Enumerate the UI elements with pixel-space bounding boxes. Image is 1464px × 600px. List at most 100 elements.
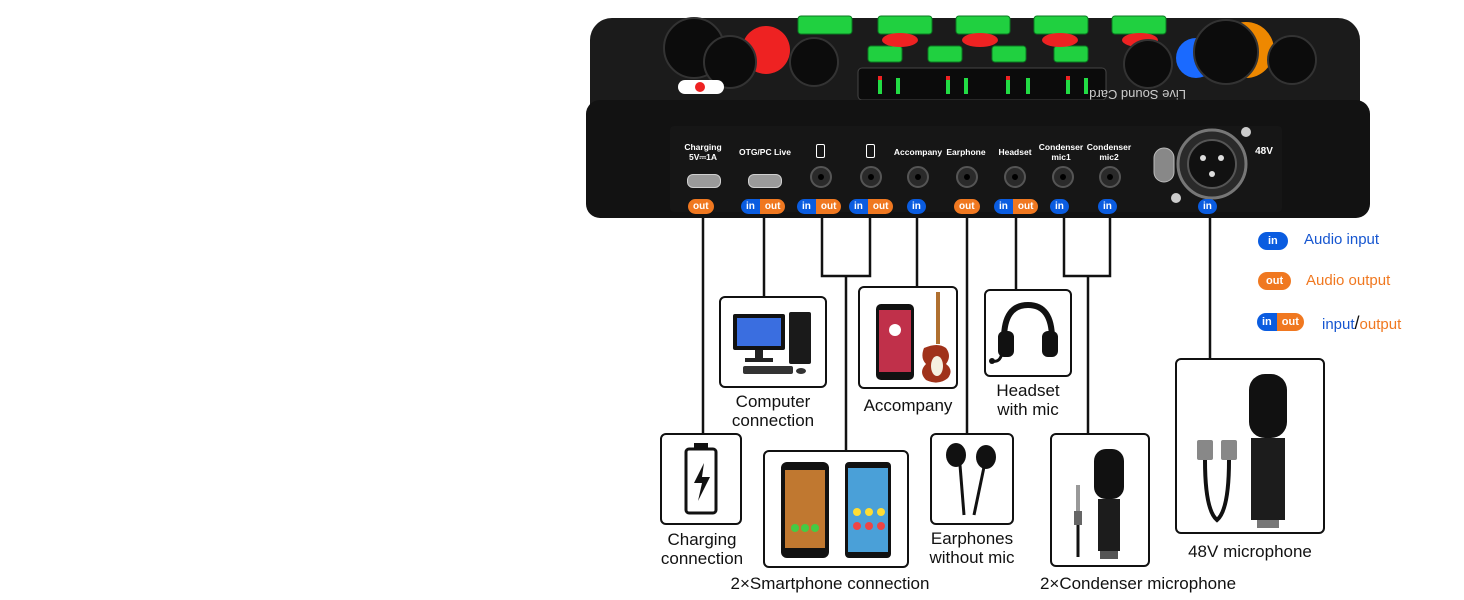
legend-in-badge: in [1258,232,1288,250]
badge-out: out [1258,272,1292,290]
headset-jack [1004,166,1026,188]
caption-headset: Headset with mic [968,381,1088,419]
port-label-condenser-mic1: Condenser mic1 [1038,142,1084,162]
caption-earphones-line2: without mic [929,548,1015,567]
badge-out: out [1012,199,1039,214]
xlr-microphone-icon [1197,374,1287,528]
computer-box [719,296,827,388]
badge-in: in [907,199,926,214]
port-label-earphone: Earphone [946,147,986,157]
accompany-box [858,286,958,389]
xlr-48v-port [1153,127,1251,203]
phone-1-jack [810,166,832,188]
condenser-mic-box [1050,433,1150,567]
legend-input-word: input [1322,316,1355,333]
earphones-icon [946,443,996,516]
port-badge-condenser-mic2: in [1098,199,1117,214]
phone-2-jack [860,166,882,188]
badge-out: out [1276,313,1304,331]
microphone-48v-box [1175,358,1325,534]
device-controls: Live Sound Card [663,15,1317,102]
smartphone-box [763,450,909,568]
port-label-condenser-mic1-line1: Condenser [1038,142,1084,152]
badge-in: in [1050,199,1069,214]
accompany-jack [907,166,929,188]
legend-audio-input: Audio input [1304,231,1380,248]
port-badge-earphone: out [954,199,980,214]
port-label-condenser-mic2-line1: Condenser [1086,142,1132,152]
charging-box [660,433,742,525]
port-label-charging-line2: 5V⎓1A [688,152,718,162]
caption-computer-line1: Computer [735,392,811,411]
legend-slash: / [1354,313,1360,333]
caption-headset-line2: with mic [997,400,1059,419]
caption-48v-microphone: 48V microphone [1188,542,1312,561]
smartphones-icon [781,462,891,558]
condenser-mic2-jack [1099,166,1121,188]
caption-charging: Charging connection [642,530,762,568]
caption-earphones: Earphones without mic [912,529,1032,567]
badge-in: in [1258,232,1288,250]
port-label-otg: OTG/PC Live [739,147,791,157]
caption-computer-line2: connection [731,411,815,430]
badge-in: in [797,199,816,214]
device-brand-label: Live Sound Card [1089,87,1186,102]
badge-out: out [688,199,714,214]
caption-accompany: Accompany [863,396,953,415]
badge-out: out [815,199,842,214]
badge-in: in [741,199,760,214]
port-badge-48v: in [1198,199,1217,214]
badge-in: in [1198,199,1217,214]
caption-condenser: 2×Condenser microphone [1039,574,1237,593]
headset-icon [989,301,1058,364]
legend-output-word: output [1359,316,1402,333]
caption-earphones-line1: Earphones [930,529,1014,548]
port-label-condenser-mic1-line2: mic1 [1051,152,1071,162]
port-label-charging: Charging 5V⎓1A [680,142,726,162]
badge-out: out [954,199,980,214]
condenser-mic1-jack [1052,166,1074,188]
legend-out-badge: out [1258,272,1292,290]
port-badge-condenser-mic1: in [1050,199,1069,214]
badge-out: out [759,199,786,214]
legend-input-output: input/output [1322,313,1401,334]
earphone-jack [956,166,978,188]
badge-in: in [1257,313,1277,331]
badge-out: out [867,199,894,214]
caption-headset-line1: Headset [996,381,1060,400]
headset-box [984,289,1072,377]
line-phones-bracket [820,214,872,278]
port-label-condenser-mic2: Condenser mic2 [1086,142,1132,162]
badge-in: in [849,199,868,214]
caption-charging-line2: connection [660,549,744,568]
caption-smartphone: 2×Smartphone connection [730,574,930,593]
earphones-box [930,433,1014,525]
port-label-charging-line1: Charging [684,142,722,152]
phone-port-icon [816,144,825,158]
port-label-condenser-mic2-line2: mic2 [1099,152,1119,162]
badge-in: in [1098,199,1117,214]
legend-audio-output: Audio output [1306,272,1391,289]
battery-charging-icon [684,443,718,515]
badge-in: in [994,199,1013,214]
line-condenser-bracket [1062,214,1112,278]
computer-icon [733,312,811,374]
port-label-headset: Headset [998,147,1032,157]
port-badge-accompany: in [907,199,926,214]
caption-charging-line1: Charging [667,530,737,549]
port-label-48v: 48V [1255,146,1273,157]
caption-computer: Computer connection [713,392,833,430]
usb-charging-port [687,174,721,188]
phone-guitar-icon [876,292,951,383]
condenser-microphone-icon [1074,449,1124,559]
phone-port-icon [866,144,875,158]
port-badge-charging: out [688,199,714,214]
usb-otg-port [748,174,782,188]
